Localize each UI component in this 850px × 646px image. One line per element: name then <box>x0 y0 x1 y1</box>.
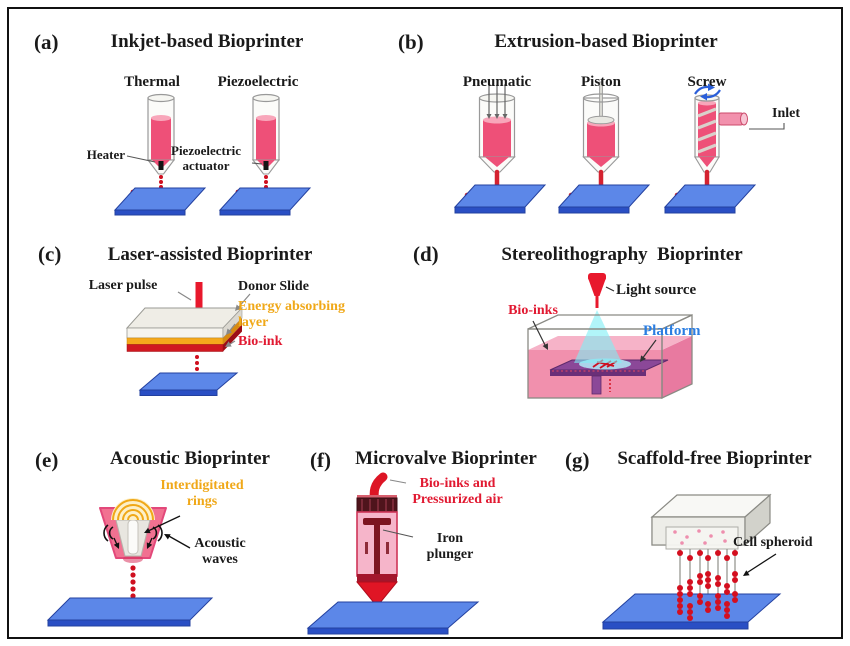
light-cone <box>574 310 622 363</box>
platform-pneumatic <box>453 184 547 214</box>
acoustic-device <box>99 498 167 563</box>
actuator-pointer-line <box>251 162 263 165</box>
panel-c-letter: (c) <box>38 242 62 266</box>
label-thermal: Thermal <box>124 74 180 90</box>
plunger-pointer-line <box>382 529 414 538</box>
heater-pointer-line <box>126 155 156 163</box>
platform-microvalve <box>306 601 480 635</box>
label-screw: Screw <box>687 74 727 90</box>
panel-d-stereolithography: (d) Stereolithography Bioprinter Light s… <box>400 232 830 432</box>
rings-pointer-line <box>145 515 181 533</box>
bio-inks-pointer-line <box>532 320 547 348</box>
panel-c-title: Laser-assisted Bioprinter <box>107 244 313 265</box>
panel-c-art <box>125 282 251 396</box>
platform-thermal <box>113 187 207 216</box>
panel-f-art <box>306 472 480 635</box>
syringe-piezoelectric <box>251 93 281 175</box>
panel-e-letter: (e) <box>35 448 59 472</box>
panel-c-laser: (c) Laser-assisted Bioprinter Laser puls… <box>28 232 378 432</box>
tube-pointer-line <box>389 479 407 484</box>
panel-f-letter: (f) <box>310 448 331 472</box>
platform-screw <box>663 184 757 214</box>
cell-spheroid-beads <box>677 550 738 621</box>
panel-a-art <box>113 93 312 216</box>
syringe-thermal <box>146 93 176 175</box>
donor-slide-stack <box>125 307 244 352</box>
label-bio-inks: Bio-inks <box>508 303 558 318</box>
laser-pointer-line <box>177 291 192 301</box>
panel-g-scaffold-free: (g) Scaffold-free Bioprinter Cell sphero… <box>555 436 840 643</box>
piston-plate <box>587 115 615 125</box>
panel-b-art <box>453 81 785 214</box>
spheroid-cartridge <box>665 526 739 550</box>
label-donor-slide: Donor Slide <box>238 279 309 294</box>
panel-a-title: Inkjet-based Bioprinter <box>110 31 304 52</box>
platform-acoustic <box>46 597 214 627</box>
label-pneumatic: Pneumatic <box>462 74 532 90</box>
inlet-pointer-line <box>749 123 785 130</box>
label-bio-inks-air: Bio-inks and Pressurized air <box>412 476 503 507</box>
panel-g-letter: (g) <box>565 448 590 472</box>
plunger-head <box>363 518 391 525</box>
panel-d-title: Stereolithography Bioprinter <box>501 244 743 265</box>
panel-b-letter: (b) <box>398 30 424 54</box>
platform-pointer-line <box>641 339 657 360</box>
label-laser-pulse: Laser pulse <box>88 278 158 293</box>
label-energy-layer: Energy absorbing layer <box>238 299 345 330</box>
nozzle <box>123 555 143 563</box>
rotation-arrows <box>694 83 721 101</box>
extruder-piston <box>568 81 620 198</box>
panel-f-title: Microvalve Bioprinter <box>355 448 537 469</box>
panel-g-art <box>601 493 782 630</box>
panel-g-title: Scaffold-free Bioprinter <box>617 448 812 469</box>
tank <box>527 313 693 400</box>
inlet-tube <box>718 112 744 126</box>
label-interdigitated-rings: Interdigitated rings <box>160 478 244 509</box>
label-inlet: Inlet <box>772 106 800 121</box>
heater-element <box>158 161 164 170</box>
panel-f-microvalve: (f) Microvalve Bioprinter Bio-inks and P… <box>300 436 560 641</box>
panel-e-title: Acoustic Bioprinter <box>110 448 270 469</box>
label-iron-plunger: Iron plunger <box>426 531 474 562</box>
bio-ink-layer <box>126 344 224 352</box>
label-piezoelectric: Piezoelectric <box>217 74 299 90</box>
panel-b-title: Extrusion-based Bioprinter <box>494 31 718 52</box>
label-piston: Piston <box>580 74 621 90</box>
microvalve-device <box>355 495 399 605</box>
platform-piezo <box>218 187 312 216</box>
spheroids-in-cartridge <box>673 529 727 545</box>
light-pointer-line <box>605 286 615 292</box>
air-pressure-arrows <box>488 84 506 114</box>
extruder-pneumatic <box>464 84 516 198</box>
label-acoustic-waves: Acoustic waves <box>194 536 246 567</box>
panel-a-letter: (a) <box>34 30 59 54</box>
panel-e-art <box>46 498 214 627</box>
extruder-screw <box>674 83 785 198</box>
plunger-rod <box>374 522 380 576</box>
platform-piston <box>557 184 651 214</box>
label-bio-ink: Bio-ink <box>238 334 283 349</box>
label-platform: Platform <box>643 323 701 339</box>
energy-absorbing-layer <box>126 337 224 345</box>
panel-a-inkjet: (a) Inkjet-based Bioprinter Thermal Piez… <box>28 24 338 226</box>
panel-b-extrusion: (b) Extrusion-based Bioprinter Pneumatic… <box>390 24 830 226</box>
label-light-source: Light source <box>616 282 697 298</box>
spheroid-head-box <box>650 493 772 550</box>
light-source <box>588 273 606 308</box>
panel-d-art <box>527 273 693 400</box>
label-cell-spheroid: Cell spheroid <box>733 535 813 550</box>
waves-pointer-line <box>166 534 191 549</box>
panel-e-acoustic: (e) Acoustic Bioprinter Interdigitated r… <box>28 436 318 641</box>
piezo-actuator-element <box>263 161 269 170</box>
spheroid-pointer-line <box>744 553 777 575</box>
panel-d-letter: (d) <box>413 242 439 266</box>
platform-laser <box>138 372 239 396</box>
screw-auger <box>697 107 717 154</box>
label-heater: Heater <box>86 147 125 162</box>
figure-border <box>7 7 843 639</box>
label-piezo-actuator: Piezoelectric actuator <box>171 143 241 173</box>
